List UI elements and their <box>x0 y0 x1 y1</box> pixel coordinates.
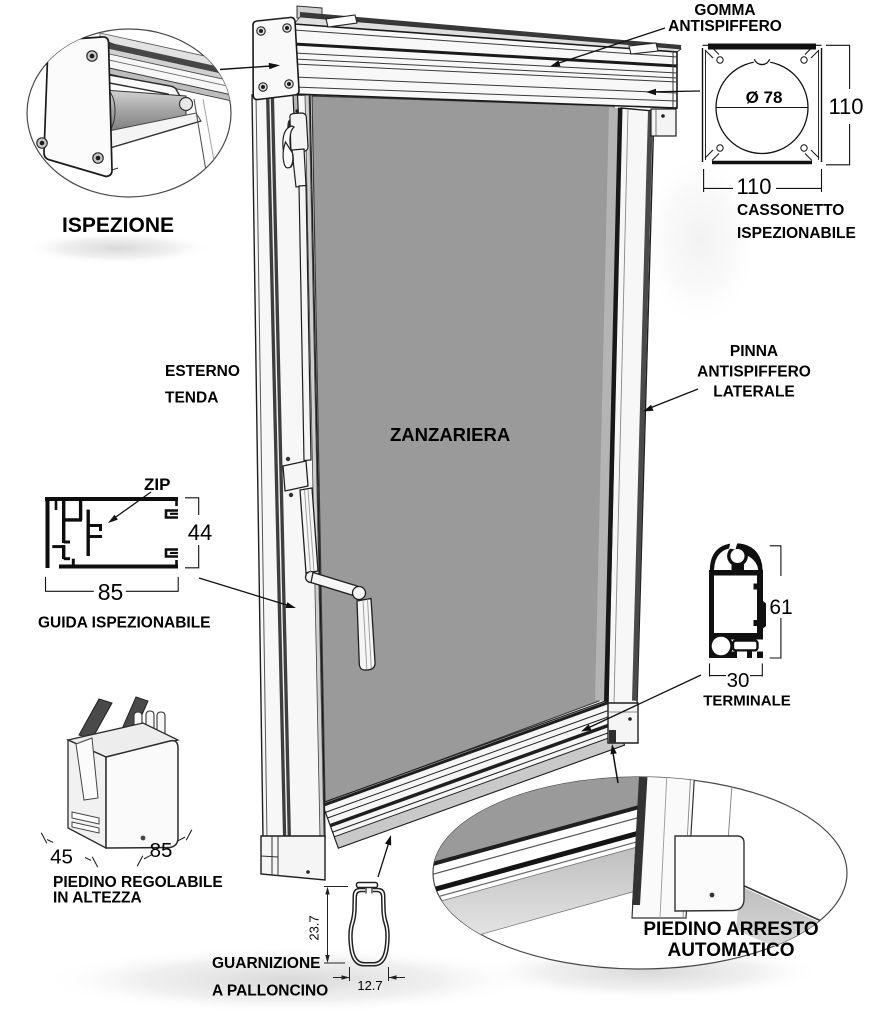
svg-text:ZANZARIERA: ZANZARIERA <box>390 424 510 445</box>
svg-text:AUTOMATICO: AUTOMATICO <box>667 940 794 961</box>
svg-text:IN ALTEZZA: IN ALTEZZA <box>53 890 142 907</box>
svg-text:85: 85 <box>98 579 124 605</box>
svg-text:GUARNIZIONE: GUARNIZIONE <box>212 955 321 972</box>
svg-text:110: 110 <box>736 174 771 199</box>
svg-text:TERMINALE: TERMINALE <box>703 693 791 710</box>
svg-text:45: 45 <box>50 846 73 869</box>
svg-text:LATERALE: LATERALE <box>713 384 795 401</box>
svg-text:44: 44 <box>188 520 212 545</box>
svg-text:CASSONETTO: CASSONETTO <box>737 202 844 219</box>
svg-text:ISPEZIONE: ISPEZIONE <box>62 214 174 237</box>
svg-text:61: 61 <box>769 596 792 619</box>
svg-text:ISPEZIONABILE: ISPEZIONABILE <box>737 225 856 242</box>
svg-text:TENDA: TENDA <box>165 390 218 407</box>
svg-text:PINNA: PINNA <box>730 343 778 360</box>
svg-text:A PALLONCINO: A PALLONCINO <box>212 983 328 1000</box>
svg-text:PIEDINO REGOLABILE: PIEDINO REGOLABILE <box>53 874 223 891</box>
svg-text:PIEDINO ARRESTO: PIEDINO ARRESTO <box>643 919 818 940</box>
svg-text:23.7: 23.7 <box>307 915 322 940</box>
svg-text:ESTERNO: ESTERNO <box>165 363 240 380</box>
svg-text:110: 110 <box>828 94 863 119</box>
svg-text:ANTISPIFFERO: ANTISPIFFERO <box>697 364 811 381</box>
svg-text:85: 85 <box>150 839 173 862</box>
svg-text:12.7: 12.7 <box>357 978 382 993</box>
svg-text:ANTISPIFFERO: ANTISPIFFERO <box>668 18 782 35</box>
svg-text:Ø 78: Ø 78 <box>746 88 783 107</box>
svg-text:GOMMA: GOMMA <box>694 2 755 19</box>
svg-text:GUIDA ISPEZIONABILE: GUIDA ISPEZIONABILE <box>38 615 211 632</box>
svg-text:ZIP: ZIP <box>144 475 170 494</box>
svg-text:30: 30 <box>727 669 750 692</box>
